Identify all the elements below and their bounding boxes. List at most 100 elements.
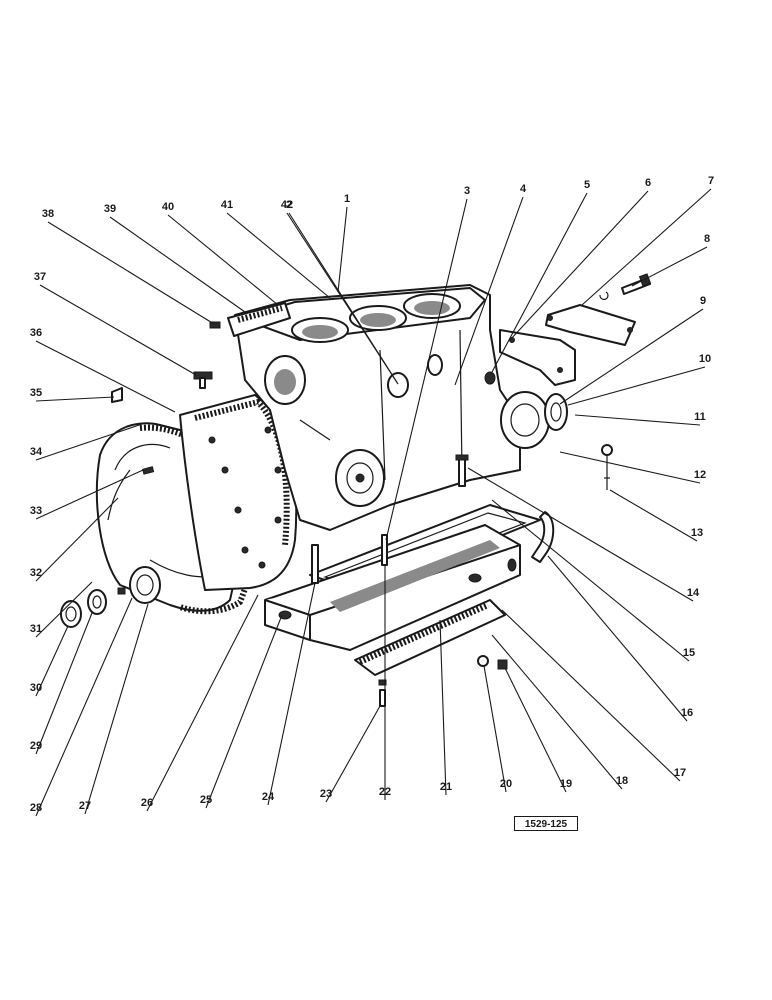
leader-line-40 bbox=[167, 214, 279, 306]
leader-line-6 bbox=[509, 190, 649, 341]
callout-40: 40 bbox=[162, 201, 174, 213]
reference-code: 1529-125 bbox=[514, 816, 578, 831]
leader-line-34 bbox=[35, 422, 146, 461]
leader-line-7 bbox=[581, 188, 712, 306]
callout-30: 30 bbox=[30, 682, 42, 694]
callout-15: 15 bbox=[683, 647, 695, 659]
callout-2: 2 bbox=[286, 199, 292, 211]
callout-35: 35 bbox=[30, 387, 42, 399]
leader-line-11 bbox=[574, 414, 701, 426]
crank-seal bbox=[129, 566, 161, 604]
leader-line-14 bbox=[467, 467, 694, 602]
washer-30 bbox=[60, 600, 82, 628]
leader-line-5 bbox=[491, 192, 588, 373]
leader-line-8 bbox=[631, 246, 708, 287]
callout-21: 21 bbox=[440, 781, 452, 793]
bolt-8 bbox=[599, 273, 652, 301]
bolt-27 bbox=[117, 587, 126, 595]
callout-14: 14 bbox=[687, 587, 700, 599]
callout-29: 29 bbox=[30, 740, 42, 752]
leader-line-30 bbox=[35, 625, 69, 697]
washer-29 bbox=[87, 589, 107, 615]
cover-plate bbox=[545, 304, 636, 346]
stud-38 bbox=[209, 321, 221, 329]
leader-line-37 bbox=[39, 284, 197, 376]
leader-line-39 bbox=[109, 216, 246, 313]
bolt-24 bbox=[311, 544, 319, 584]
callout-22: 22 bbox=[379, 786, 391, 798]
leader-line-26 bbox=[146, 594, 259, 812]
leader-line-29 bbox=[35, 612, 93, 755]
leader-line-32 bbox=[35, 497, 119, 582]
callout-23: 23 bbox=[320, 788, 332, 800]
callout-38: 38 bbox=[42, 208, 54, 220]
leader-line-27 bbox=[84, 603, 149, 815]
lower-pan-plate bbox=[354, 599, 506, 676]
callout-7: 7 bbox=[708, 175, 714, 187]
callout-24: 24 bbox=[262, 791, 275, 803]
tappet-cover bbox=[227, 302, 291, 337]
dowel-33 bbox=[142, 466, 155, 475]
callout-9: 9 bbox=[700, 295, 706, 307]
callout-27: 27 bbox=[79, 800, 91, 812]
leader-line-33 bbox=[35, 469, 144, 520]
oil-pan bbox=[264, 524, 521, 651]
callout-19: 19 bbox=[560, 778, 572, 790]
callout-32: 32 bbox=[30, 567, 42, 579]
leader-lines bbox=[35, 188, 712, 817]
leader-line-31 bbox=[35, 581, 93, 638]
leader-line-35 bbox=[35, 396, 115, 402]
callout-37: 37 bbox=[34, 271, 46, 283]
leader-line-42 bbox=[286, 212, 399, 385]
callout-13: 13 bbox=[691, 527, 703, 539]
callout-3: 3 bbox=[464, 185, 470, 197]
leader-line-23 bbox=[325, 705, 381, 803]
callout-25: 25 bbox=[200, 794, 212, 806]
cylinder-block bbox=[234, 284, 521, 531]
leader-line-1 bbox=[337, 206, 348, 293]
leader-line-3 bbox=[385, 198, 468, 541]
leader-line-9 bbox=[559, 308, 704, 405]
breather-pipe bbox=[531, 511, 555, 563]
callout-28: 28 bbox=[30, 802, 42, 814]
leader-line-4 bbox=[454, 196, 524, 386]
drain-plug bbox=[477, 655, 508, 670]
rear-bearing-housing bbox=[500, 391, 568, 449]
clip-35 bbox=[111, 387, 123, 403]
callout-12: 12 bbox=[694, 469, 706, 481]
front-plate bbox=[179, 394, 298, 591]
leader-line-21 bbox=[439, 619, 447, 796]
leader-line-16 bbox=[547, 555, 688, 722]
callout-4: 4 bbox=[520, 183, 527, 195]
leader-line-19 bbox=[504, 667, 567, 793]
leader-line-25 bbox=[205, 614, 283, 809]
callout-20: 20 bbox=[500, 778, 512, 790]
leader-line-12 bbox=[559, 451, 701, 484]
leader-line-17 bbox=[501, 609, 681, 782]
callout-26: 26 bbox=[141, 797, 153, 809]
callout-34: 34 bbox=[30, 446, 43, 458]
callout-33: 33 bbox=[30, 505, 42, 517]
callout-8: 8 bbox=[704, 233, 710, 245]
callout-5: 5 bbox=[584, 179, 590, 191]
stud-14 bbox=[455, 454, 469, 487]
callout-41: 41 bbox=[221, 199, 233, 211]
callout-16: 16 bbox=[681, 707, 693, 719]
leader-line-13 bbox=[609, 489, 698, 542]
leader-line-15 bbox=[491, 499, 690, 662]
callout-11: 11 bbox=[694, 411, 706, 423]
callout-17: 17 bbox=[674, 767, 686, 779]
callout-39: 39 bbox=[104, 203, 116, 215]
leader-line-20 bbox=[483, 665, 507, 793]
callout-36: 36 bbox=[30, 327, 42, 339]
callout-10: 10 bbox=[699, 353, 711, 365]
leader-line-24 bbox=[267, 582, 316, 806]
callout-18: 18 bbox=[616, 775, 628, 787]
callout-1: 1 bbox=[344, 193, 350, 205]
leader-line-10 bbox=[567, 366, 706, 406]
dipstick bbox=[601, 444, 613, 490]
callout-42: 42 bbox=[281, 199, 293, 211]
leader-line-41 bbox=[226, 212, 331, 299]
